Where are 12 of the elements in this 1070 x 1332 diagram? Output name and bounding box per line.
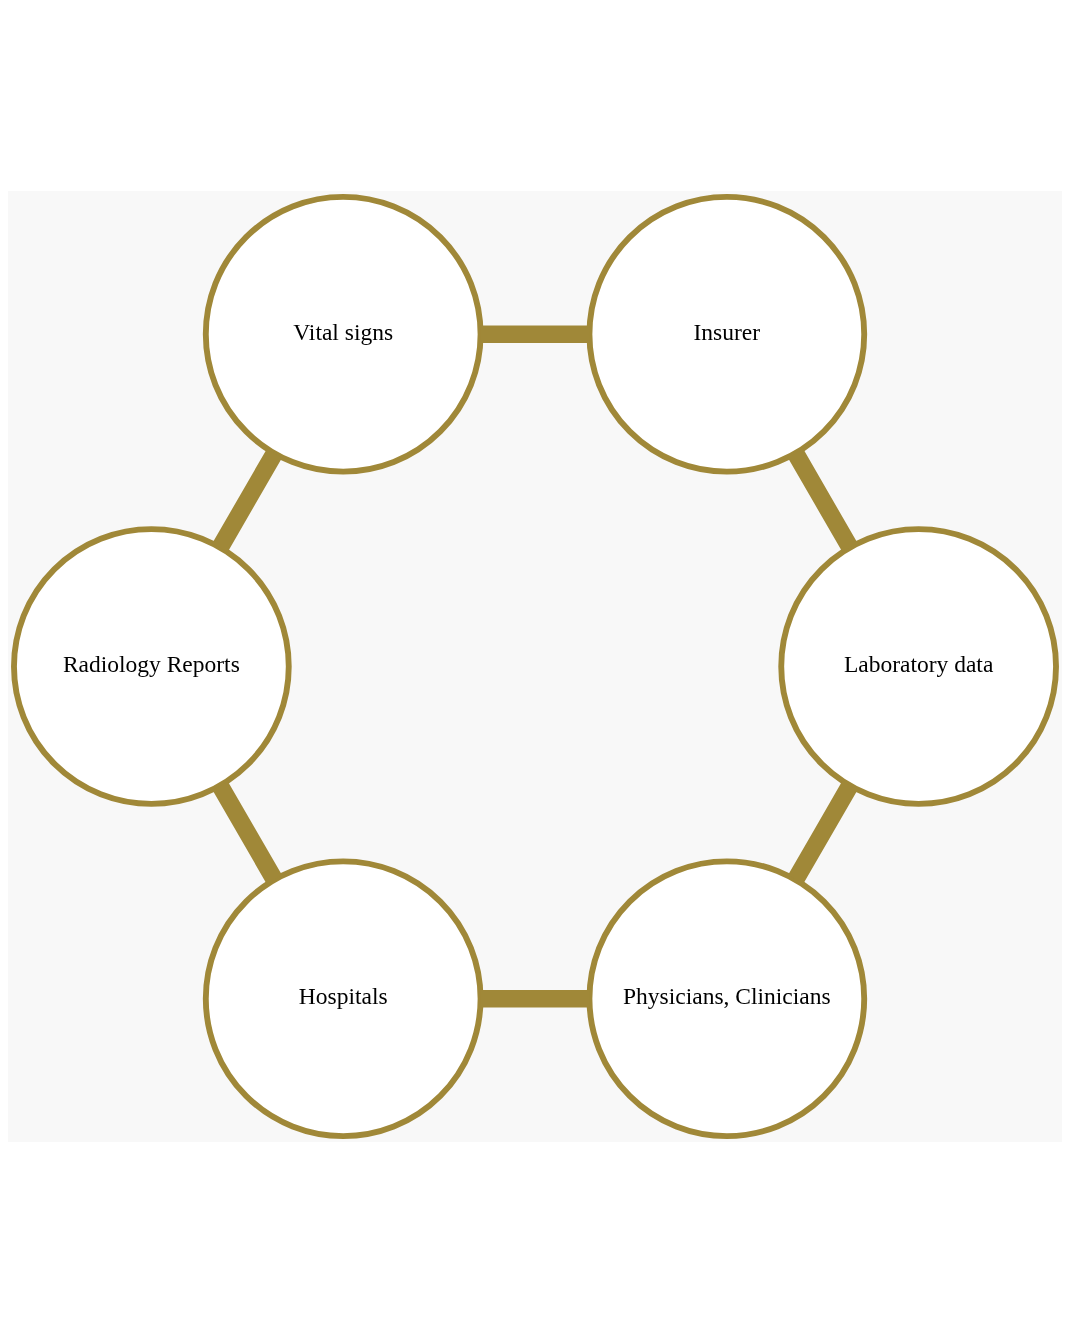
node-circle: Radiology Reports: [11, 525, 292, 807]
node-circle: Laboratory data: [778, 525, 1059, 807]
connector: [212, 448, 282, 552]
connector: [480, 989, 590, 1008]
connector: [787, 448, 858, 552]
node-circle: Physicians, Clinicians: [586, 857, 868, 1139]
connector: [212, 780, 283, 884]
node-circle: Insurer: [586, 193, 868, 475]
node-circle: Hospitals: [202, 857, 484, 1139]
connector: [480, 324, 590, 343]
node-circle: Vital signs: [202, 193, 484, 475]
connector: [788, 780, 858, 884]
